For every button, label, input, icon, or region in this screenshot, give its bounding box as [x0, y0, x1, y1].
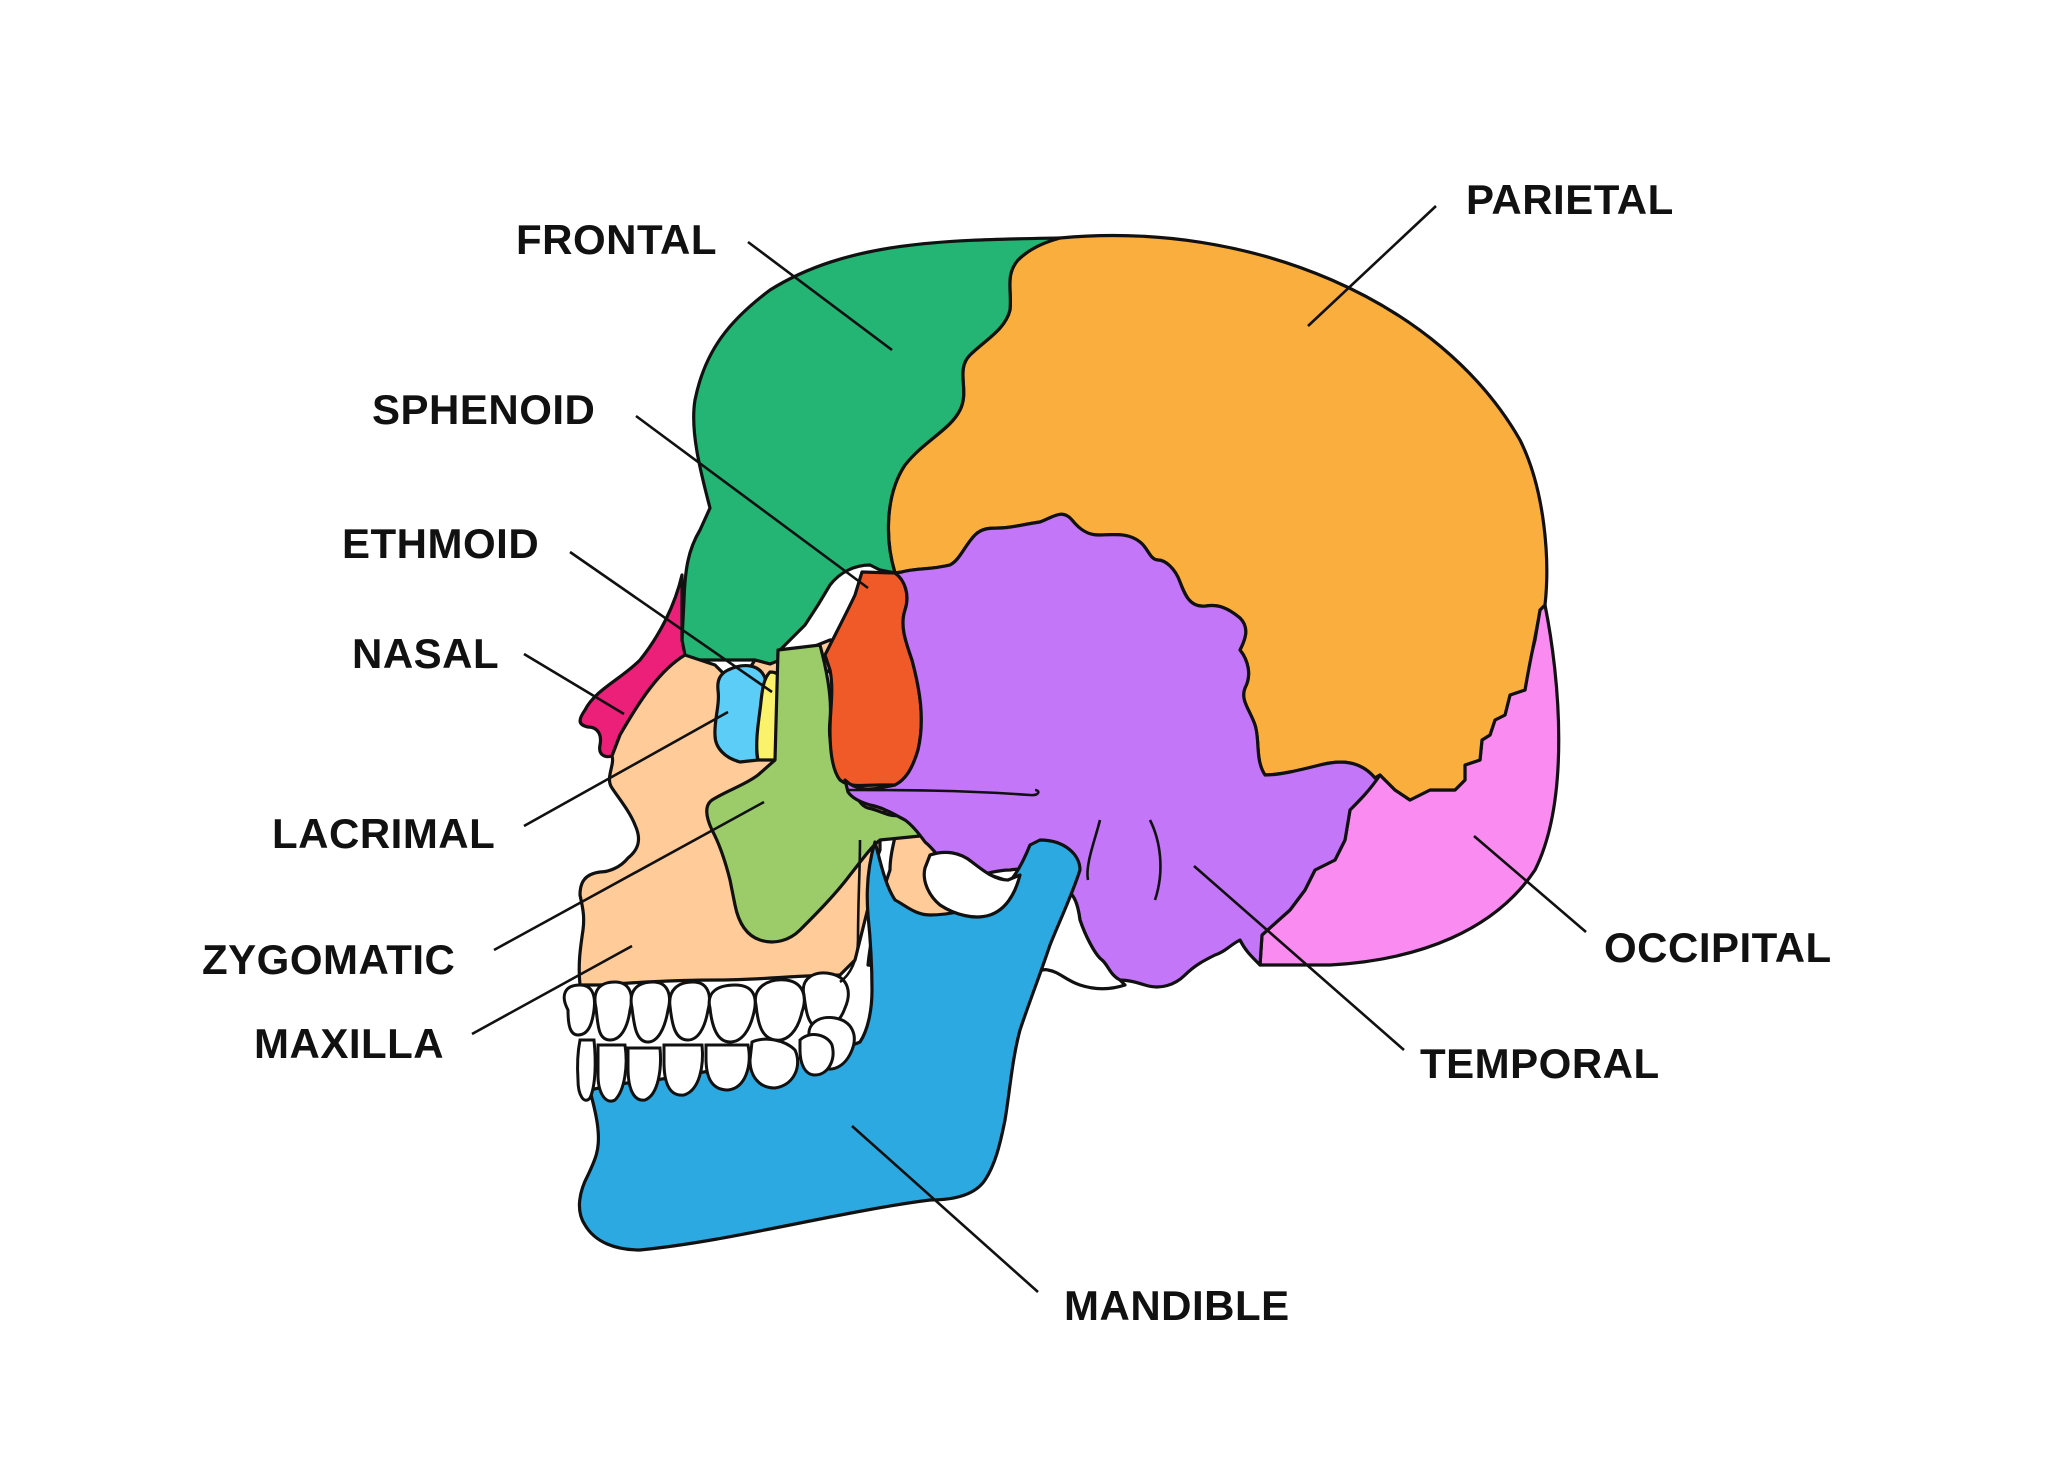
lacrimal-label: LACRIMAL	[272, 810, 495, 857]
occipital-label: OCCIPITAL	[1604, 924, 1832, 971]
mandible-label: MANDIBLE	[1064, 1282, 1290, 1329]
ethmoid-leader-line	[569, 550, 773, 694]
teeth	[562, 971, 856, 1103]
labels: FRONTAL PARIETAL SPHENOID ETHMOID NASAL …	[202, 176, 1832, 1329]
lacrimal-leader-line	[523, 710, 729, 828]
ethmoid-label: ETHMOID	[342, 520, 539, 567]
lower-tooth-2	[596, 1043, 628, 1103]
lower-tooth-7	[798, 1033, 835, 1077]
lower-tooth-4	[662, 1043, 704, 1097]
upper-tooth-6	[753, 978, 806, 1042]
upper-tooth-5	[707, 983, 757, 1044]
skull	[562, 233, 1561, 1252]
lower-tooth-1	[576, 1038, 597, 1102]
temporal-label: TEMPORAL	[1420, 1040, 1660, 1087]
frontal-leader-line	[747, 240, 893, 352]
mastoid-line	[1148, 819, 1162, 901]
upper-tooth-2	[593, 980, 633, 1042]
frontal-label: FRONTAL	[516, 216, 717, 263]
mandibular-notch	[922, 850, 1022, 919]
leader-lines	[471, 205, 1587, 1293]
temporal-leader-line	[1193, 865, 1405, 1051]
zygomatic-leader-line	[493, 800, 765, 952]
maxilla-leader-line	[471, 944, 633, 1036]
lower-tooth-3	[626, 1046, 662, 1102]
occipital-leader-line	[1473, 835, 1587, 933]
mandible-leader-line	[851, 1125, 1039, 1293]
lower-tooth-5	[704, 1043, 751, 1092]
upper-tooth-7	[801, 971, 850, 1030]
maxilla-label: MAXILLA	[254, 1020, 444, 1067]
upper-tooth-3	[629, 980, 671, 1044]
upper-tooth-4	[668, 980, 711, 1042]
zygomatic-label: ZYGOMATIC	[202, 936, 455, 983]
nasal-label: NASAL	[352, 630, 499, 677]
frontal-bone	[678, 236, 1062, 666]
nasal-leader-line	[523, 652, 625, 716]
lower-tooth-6	[748, 1037, 800, 1090]
parietal-leader-line	[1307, 205, 1437, 327]
sphenoid-leader-line	[635, 414, 869, 590]
maxilla-cheek-line	[839, 839, 862, 984]
zygomatic-arch-line	[847, 788, 1040, 797]
sphenoid-label: SPHENOID	[372, 386, 595, 433]
styloid-process-line	[1086, 819, 1102, 881]
parietal-label: PARIETAL	[1466, 176, 1674, 223]
upper-tooth-1	[562, 983, 596, 1037]
